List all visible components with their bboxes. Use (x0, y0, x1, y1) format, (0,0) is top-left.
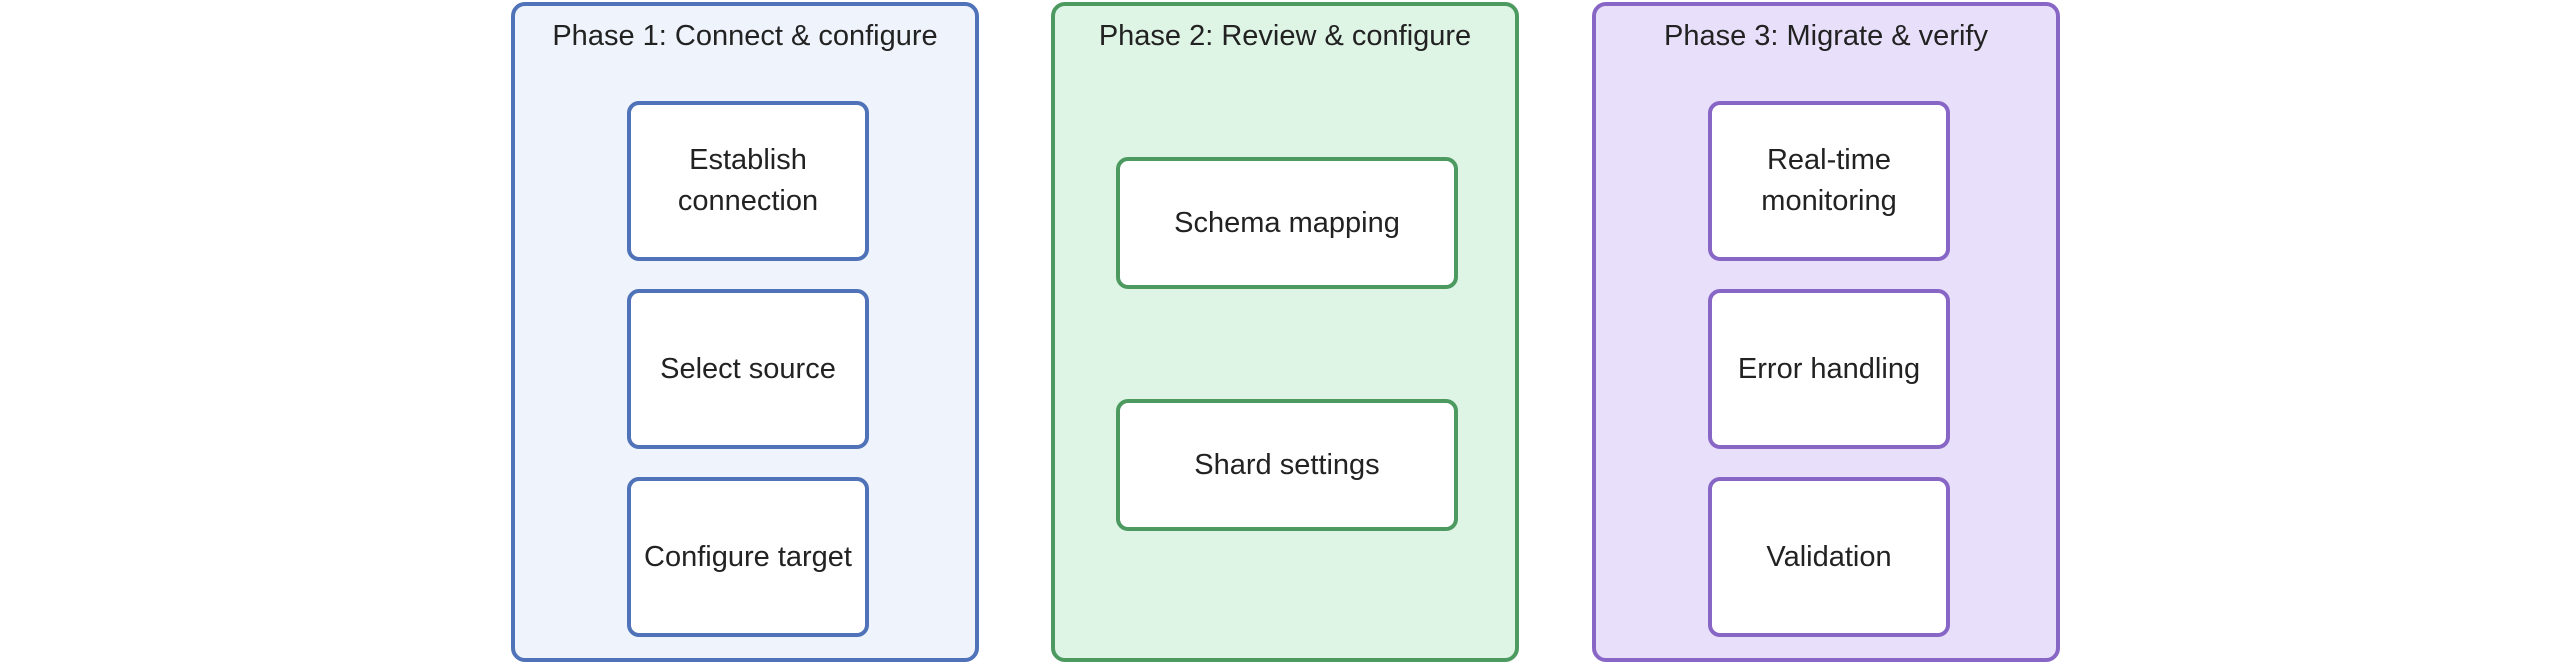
step-label: Error handling (1737, 352, 1921, 385)
step-real-time-monitoring: Real-time monitoring (1708, 101, 1950, 261)
step-label: Configure target (644, 540, 852, 573)
phase-2-title: Phase 2: Review & configure (1098, 20, 1472, 52)
step-select-source: Select source (627, 289, 869, 449)
step-establish-connection: Establish connection (627, 101, 869, 261)
step-label: Real-time monitoring (1761, 144, 1897, 217)
phase-3-panel: Phase 3: Migrate & verify Real-time moni… (1592, 2, 2060, 662)
step-validation: Validation (1708, 477, 1950, 637)
step-label: Select source (660, 352, 836, 385)
step-error-handling: Error handling (1708, 289, 1950, 449)
step-label: Validation (1766, 540, 1892, 573)
step-configure-target: Configure target (627, 477, 869, 637)
step-schema-mapping: Schema mapping (1116, 157, 1458, 289)
phase-1-panel: Phase 1: Connect & configure Establish c… (511, 2, 979, 662)
phase-2-panel: Phase 2: Review & configure Schema mappi… (1051, 2, 1519, 662)
phase-1-title: Phase 1: Connect & configure (552, 20, 938, 52)
phase-3-title: Phase 3: Migrate & verify (1664, 20, 1988, 52)
step-label: Schema mapping (1174, 206, 1400, 239)
step-label: Shard settings (1194, 448, 1380, 481)
step-shard-settings: Shard settings (1116, 399, 1458, 531)
step-label: Establish connection (677, 144, 819, 217)
